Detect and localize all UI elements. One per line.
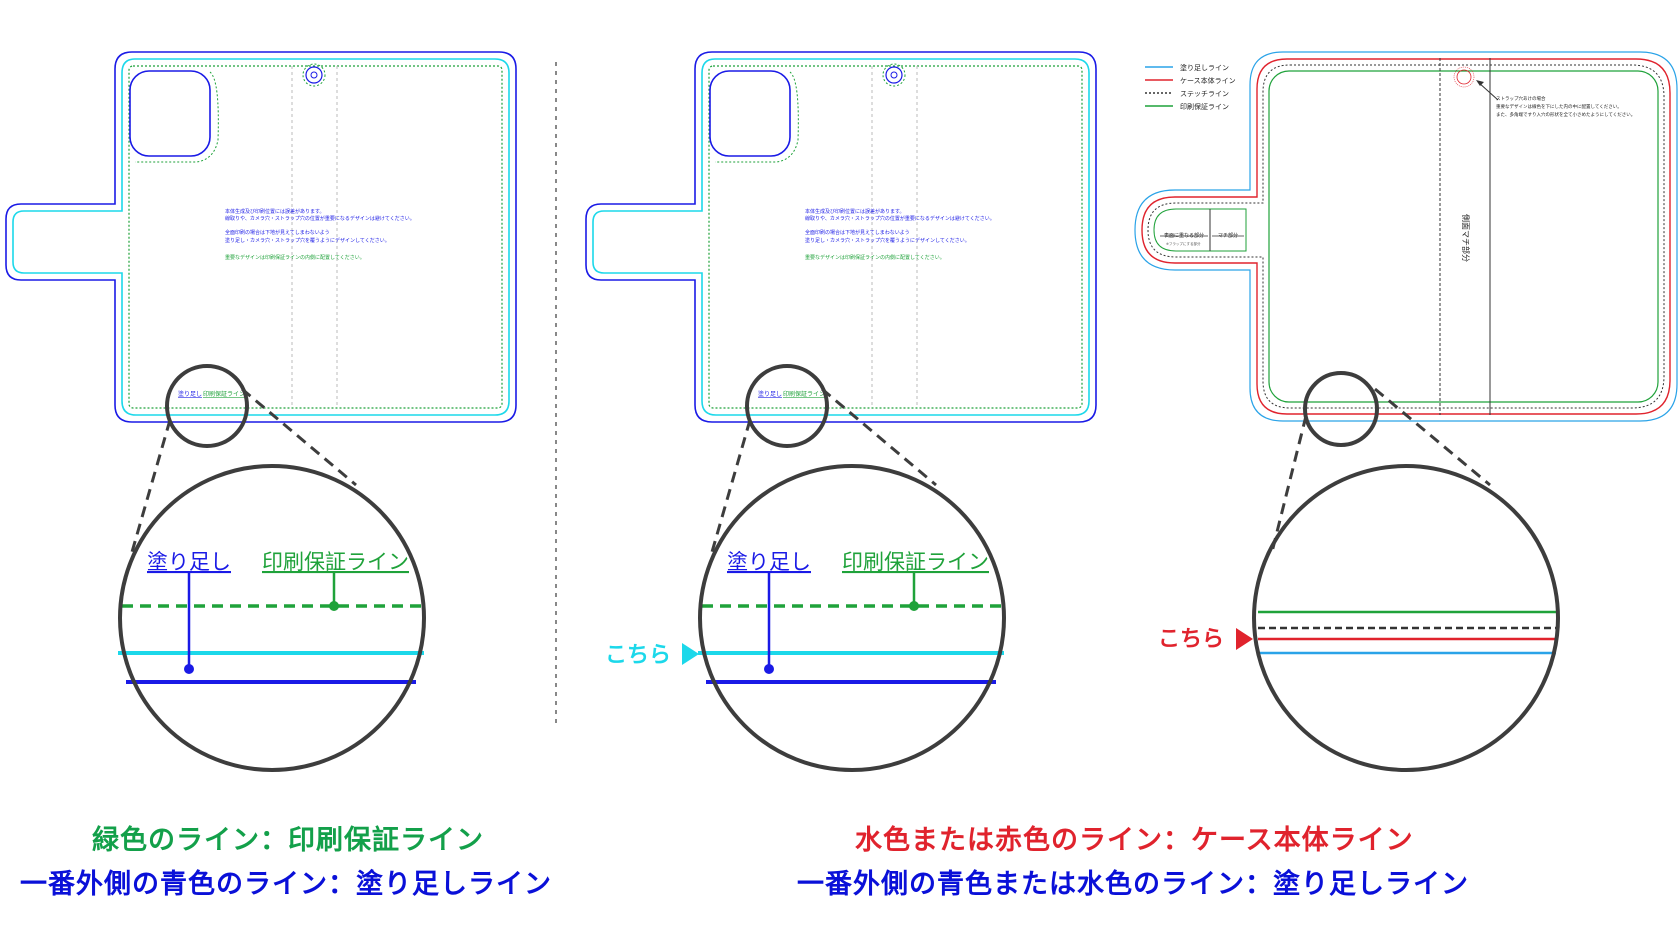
strap-hole (885, 66, 903, 84)
strap-note: また、多角端ですり入穴の形状を全て小さめたようにしてください。 (1496, 111, 1635, 118)
caption-left-line1: 緑色のライン：印刷保証ライン (92, 825, 484, 856)
panel-1-template: 本体生成及び印刷位置には誤差があります。 線取りや、カメラ穴・ストラップ穴の位置… (5, 51, 517, 772)
bleed-outline (1134, 51, 1678, 422)
print-guarantee-line (708, 65, 1083, 409)
note-line: 全面印刷の場合は下地が見えてしまわないよう (225, 229, 330, 236)
flap-note: ※フラップにする部分 (1166, 241, 1201, 246)
caption-right-line1: 水色または赤色のライン：ケース本体ライン (855, 825, 1414, 856)
strap-hole (1456, 69, 1472, 85)
note-line: 重要なデザインは印刷保証ラインの内側に配置してください。 (805, 254, 945, 261)
legend-label: ステッチライン (1180, 90, 1229, 98)
note-line: 本体生成及び印刷位置には誤差があります。 (805, 208, 905, 215)
zoom-label-print: 印刷保証ライン (842, 550, 989, 574)
strap-hole-guide (1453, 66, 1475, 88)
note-line: 塗り足し・カメラ穴・ストラップ穴を覆うようにデザインしてください。 (225, 237, 390, 244)
mini-label-bleed: 塗り足し (178, 390, 202, 398)
zoom-connector (130, 419, 172, 553)
zoom-connector (1270, 415, 1308, 553)
strap-note: 重要なデザインは線色を下にした内の中に配置してください。 (1496, 103, 1622, 110)
pointer-arrow-icon (682, 643, 699, 665)
print-pointer-dot (329, 601, 339, 611)
zoom-circle (698, 464, 1006, 772)
caption-right-line2: 一番外側の青色または水色のライン：塗り足しライン (797, 869, 1469, 900)
note-line: 重要なデザインは印刷保証ラインの内側に配置してください。 (225, 254, 365, 261)
zoom-source-circle (165, 364, 249, 448)
stitch-outline (1147, 64, 1665, 409)
mini-label-bleed: 塗り足し (758, 390, 782, 398)
legend-label: 印刷保証ライン (1180, 102, 1229, 111)
pointer-label: こちら (1158, 627, 1224, 652)
zoom-detail: 塗り足し 印刷保証ライン (698, 464, 1006, 772)
strap-note: ストラップ穴あけの場合 (1496, 95, 1546, 102)
camera-hole-guide (715, 71, 799, 163)
zoom-connector (821, 387, 937, 487)
note-line: 線取りや、カメラ穴・ストラップ穴の位置が重要になるデザインは避けてください。 (225, 215, 415, 222)
zoom-connector (710, 419, 752, 553)
case-body-outline (592, 58, 1090, 416)
strap-hole-guide (302, 63, 326, 87)
camera-hole (709, 70, 791, 157)
strap-hole-inner (890, 71, 898, 79)
strap-hole (305, 66, 323, 84)
flap-label: 表面に重なる部分 (1164, 232, 1204, 239)
zoom-label-bleed: 塗り足し (727, 550, 811, 574)
zoom-circle (1252, 464, 1560, 772)
mini-label-print: 印刷保証ライン (203, 390, 245, 398)
zoom-detail (1252, 464, 1560, 772)
case-body-outline (12, 58, 510, 416)
zoom-connector (1374, 387, 1491, 487)
flap-label: マチ部分 (1218, 232, 1238, 239)
note-line: 全面印刷の場合は下地が見えてしまわないよう (805, 229, 910, 236)
panel-2-template: 本体生成及び印刷位置には誤差があります。 線取りや、カメラ穴・ストラップ穴の位置… (585, 51, 1097, 772)
note-line: 本体生成及び印刷位置には誤差があります。 (225, 208, 325, 215)
camera-hole-guide (135, 71, 219, 163)
zoom-source-circle (745, 364, 829, 448)
print-pointer-dot (909, 601, 919, 611)
print-guarantee-line (1268, 70, 1659, 403)
caption-left-line2: 一番外側の青色のライン：塗り足しライン (20, 869, 552, 900)
bleed-pointer-dot (184, 664, 194, 674)
note-line: 線取りや、カメラ穴・ストラップ穴の位置が重要になるデザインは避けてください。 (805, 215, 995, 222)
zoom-label-print: 印刷保証ライン (262, 550, 409, 574)
case-body-outline (1141, 58, 1671, 415)
mini-label-print: 印刷保証ライン (783, 390, 825, 398)
note-line: 塗り足し・カメラ穴・ストラップ穴を覆うようにデザインしてください。 (805, 237, 970, 244)
legend-label: 塗り足しライン (1180, 63, 1229, 72)
zoom-detail: 塗り足し 印刷保証ライン (118, 464, 426, 772)
zoom-label-bleed: 塗り足し (147, 550, 231, 574)
print-guarantee-line (128, 65, 503, 409)
zoom-connector (241, 387, 357, 487)
bleed-outline (585, 51, 1097, 423)
bleed-pointer-dot (764, 664, 774, 674)
panel-3-template: 塗り足しライン ケース本体ライン ステッチライン 印刷保証ライン 表面に重なる部… (1134, 51, 1678, 772)
camera-hole (129, 70, 211, 157)
flap-print-line (1153, 208, 1247, 252)
legend-label: ケース本体ライン (1180, 76, 1236, 85)
pointer-arrow-icon (1236, 628, 1253, 650)
strap-hole-guide (882, 63, 906, 87)
strap-hole-inner (310, 71, 318, 79)
pointer-label: こちら (605, 643, 671, 668)
zoom-source-circle (1303, 371, 1379, 447)
zoom-circle (118, 464, 426, 772)
side-label: 側面マチ部分 (1461, 214, 1471, 262)
bleed-outline (5, 51, 517, 423)
